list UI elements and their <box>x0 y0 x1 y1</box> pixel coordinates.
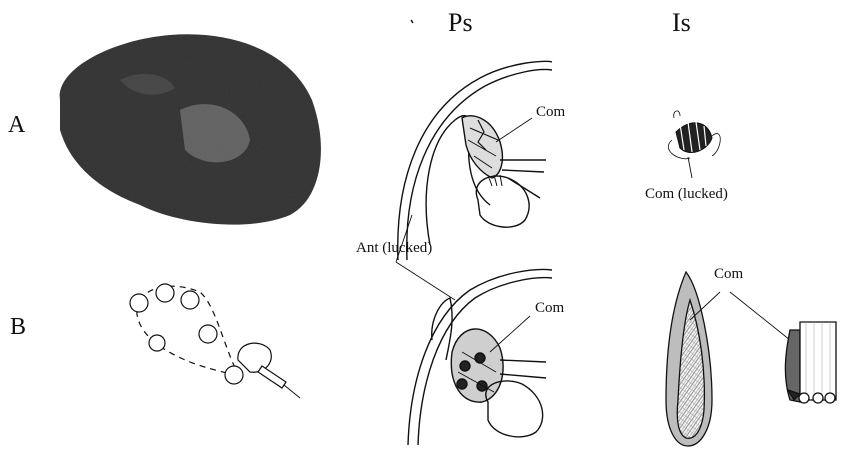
row-label-b: B <box>10 314 26 341</box>
annotation-com-b-ps: Com <box>535 300 564 317</box>
annotation-com-a-ps: Com <box>536 104 565 121</box>
tick-mark <box>411 20 413 23</box>
column-heading-ps: Ps <box>448 8 473 38</box>
drawing-a-is <box>668 111 720 178</box>
row-label-a: A <box>8 112 25 139</box>
column-heading-is: Is <box>672 8 691 38</box>
specimen-photo <box>60 34 321 224</box>
annotation-com-lucked-a-is: Com (lucked) <box>645 186 728 203</box>
drawing-b-ps <box>408 270 552 445</box>
drawing-b-schematic <box>130 284 300 398</box>
drawing-b-is <box>666 272 836 446</box>
drawing-a-ps <box>398 61 552 260</box>
ant-leader-line <box>396 262 455 300</box>
annotation-com-b-is: Com <box>714 266 743 283</box>
annotation-ant-lucked: Ant (lucked) <box>356 240 432 257</box>
